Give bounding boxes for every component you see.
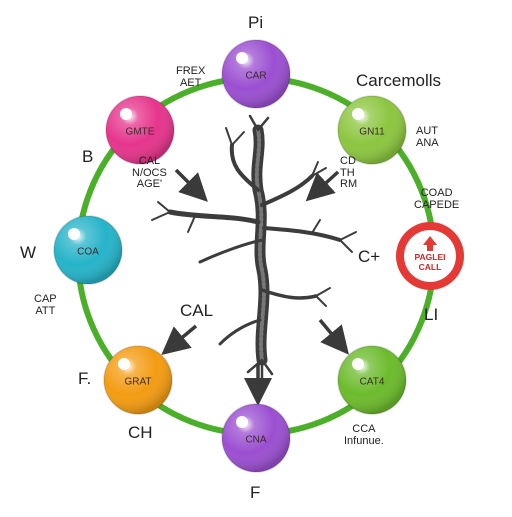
node-cna: CNA <box>221 403 291 473</box>
node-label: CNA <box>245 435 266 446</box>
neuron-tree-icon <box>151 114 357 380</box>
node-label: CAR <box>245 71 266 82</box>
arrow-to-center-left <box>174 168 208 202</box>
label-pi: Pi <box>248 13 264 32</box>
alert-node-label: CALL <box>419 262 442 272</box>
node-grat: GRAT <box>103 345 173 415</box>
node-highlight <box>68 228 80 240</box>
arrow-out-right <box>318 318 349 355</box>
node-cat4: CAT4 <box>337 345 407 415</box>
node-highlight <box>236 52 248 64</box>
node-car: CAR <box>221 39 291 109</box>
node-gmte: GMTE <box>105 95 175 165</box>
label-f-dot: F. <box>78 369 92 388</box>
alert-node-label: PAGLEI <box>414 252 445 262</box>
node-label: GN11 <box>359 127 385 138</box>
node-coa: COA <box>53 215 123 285</box>
arrow-to-center-right <box>305 170 340 202</box>
node-label: COA <box>77 247 99 258</box>
arrow-out-left <box>161 324 198 355</box>
label-ch: CH <box>128 423 153 442</box>
label-carcemolls: Carcemolls <box>356 71 442 90</box>
label-b: B <box>82 147 94 166</box>
node-highlight <box>120 108 132 120</box>
up-arrow-icon <box>423 236 437 251</box>
label-cal-big: CAL <box>180 301 214 320</box>
node-label: GMTE <box>126 127 155 138</box>
label-f-bottom: F <box>250 483 261 502</box>
label-c-plus: C+ <box>358 247 381 266</box>
node-highlight <box>352 358 364 370</box>
node-highlight <box>236 416 248 428</box>
label-li: LI <box>424 305 439 324</box>
node-label: CAT4 <box>360 377 385 388</box>
label-w: W <box>20 243 37 262</box>
node-highlight <box>352 108 364 120</box>
node-label: GRAT <box>124 377 151 388</box>
alert-node-face <box>404 230 456 282</box>
node-gn11: GN11 <box>337 95 407 165</box>
node-highlight <box>118 358 130 370</box>
